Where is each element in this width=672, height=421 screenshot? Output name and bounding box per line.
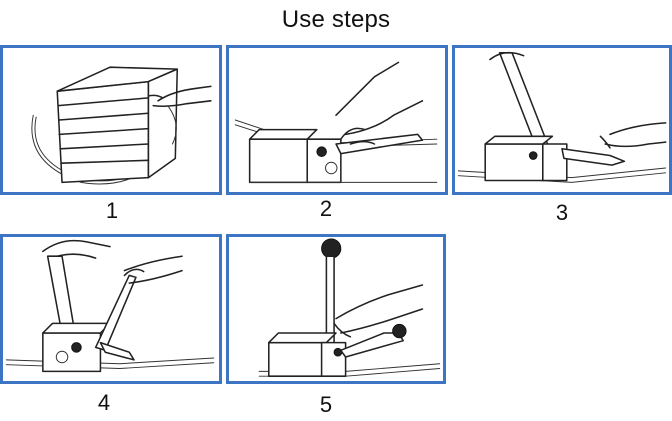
- step-1-number: 1: [105, 198, 119, 223]
- step-4-number: 4: [97, 390, 111, 415]
- step-2-illustration: [226, 45, 448, 195]
- step-1-illustration: [0, 45, 222, 195]
- step-5-illustration: [226, 234, 446, 384]
- step-4-illustration: [0, 234, 222, 384]
- step-3-number: 3: [555, 200, 569, 225]
- page-title: Use steps: [281, 6, 391, 33]
- step-2-number: 2: [319, 196, 333, 221]
- step-3-illustration: [452, 45, 672, 195]
- step-5-number: 5: [319, 392, 333, 417]
